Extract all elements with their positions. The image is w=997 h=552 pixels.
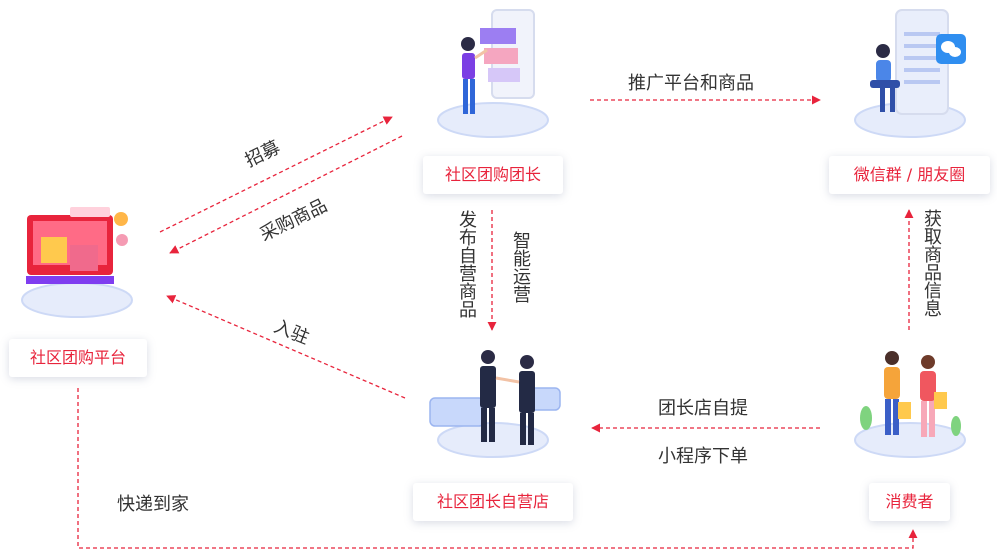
shopping-couple-icon (860, 351, 961, 437)
edge-publish-label: 发布自营商品 (456, 210, 477, 318)
node-leader-label: 社区团购团长 (423, 156, 563, 194)
settle-in-arrow (166, 295, 406, 399)
node-platform-label: 社区团购平台 (9, 339, 147, 377)
node-consumer-label: 消费者 (869, 483, 950, 521)
phone-presenter-icon (461, 9, 535, 114)
handshake-store-icon (429, 350, 561, 445)
edge-mini-program-label: 小程序下单 (658, 446, 748, 467)
wechat-logo-icon (936, 34, 966, 64)
wechat-user-icon (870, 9, 949, 115)
shopping-platform-icon (26, 207, 128, 284)
node-store-label: 社区团长自营店 (413, 483, 573, 521)
node-wechat-label: 微信群 / 朋友圈 (829, 156, 990, 194)
edge-smart-ops-label: 智能运营 (510, 231, 531, 303)
edge-promote-label: 推广平台和商品 (628, 73, 754, 94)
edge-delivery-label: 快递到家 (117, 494, 189, 515)
recruit-arrow (159, 116, 393, 233)
purchase-arrow (169, 135, 403, 254)
edge-get-info-label: 获取商品信息 (921, 209, 942, 317)
delivery-arrow (77, 388, 918, 549)
edge-self-pickup-label: 团长店自提 (658, 398, 748, 419)
